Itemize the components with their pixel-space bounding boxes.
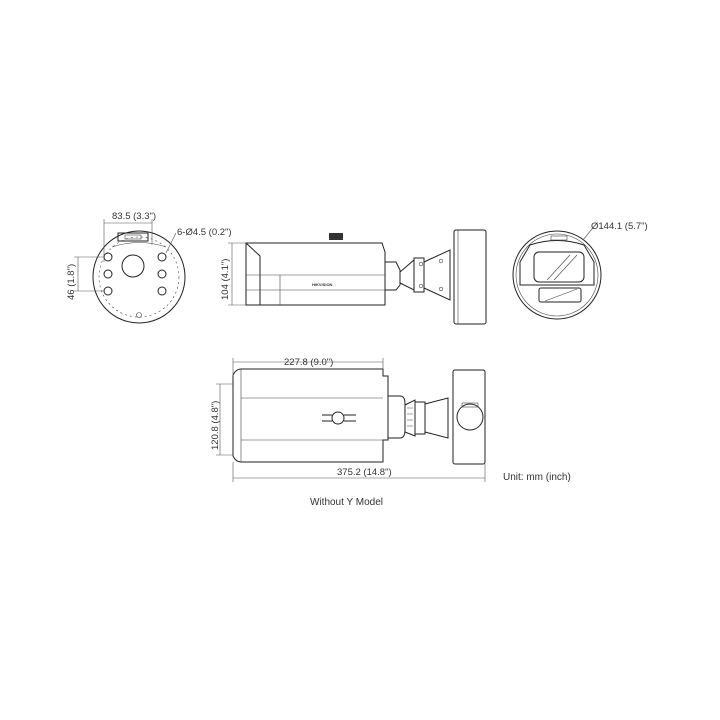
side-body <box>245 242 386 306</box>
dim-front-height-label: 104 (4.1") <box>220 259 231 300</box>
side-base-plate <box>453 229 487 325</box>
bracket-screw <box>418 261 424 267</box>
bolt-hole <box>157 252 167 262</box>
dim-base-side-label: 46 (1.8") <box>66 264 77 300</box>
drawing-caption: Without Y Model <box>310 497 383 508</box>
base-outline <box>92 230 186 324</box>
bottom-bracket-joint <box>388 395 406 439</box>
base-arc <box>111 242 167 248</box>
side-bracket-stem <box>413 257 425 293</box>
bolt-hole <box>103 286 113 296</box>
dim-hole-label: 6-Ø4.5 (0.2") <box>177 227 232 238</box>
bracket-screw <box>438 286 444 292</box>
front-glass-glare <box>553 254 578 281</box>
front-top-tab <box>550 235 568 241</box>
side-bracket-joint <box>385 261 401 291</box>
side-shield-lip <box>245 242 261 305</box>
dim-leader-diameter <box>582 228 593 241</box>
dim-leader-hole <box>165 232 177 254</box>
bottom-slot <box>322 414 356 422</box>
front-housing <box>519 240 595 286</box>
dim-body-height-label: 120.8 (4.8") <box>210 401 221 450</box>
dim-total-length-label: 375.2 (14.8") <box>337 467 392 478</box>
bottom-bracket-neck <box>424 397 449 439</box>
dim-body-length-label: 227.8 (9.0") <box>284 357 333 368</box>
bottom-view: 227.8 (9.0") 120.8 (4.8") 375.2 (14.8") <box>210 357 486 482</box>
side-brand: HIKVISION <box>312 282 333 287</box>
base-screw <box>136 312 142 318</box>
bolt-hole <box>157 269 167 279</box>
base-center-hole <box>121 254 145 278</box>
front-window <box>533 251 585 283</box>
side-bracket-arm <box>399 258 415 291</box>
front-ir-glare <box>544 288 578 302</box>
base-view: 83.5 (3.3") 6-Ø4.5 (0.2") 46 (1.8") <box>66 211 232 324</box>
side-bracket-neck <box>423 249 451 301</box>
front-glass-glare <box>546 254 571 281</box>
front-view: Ø144.1 (5.7") <box>512 221 648 320</box>
unit-note: Unit: mm (inch) <box>503 472 571 483</box>
side-top-vent <box>329 233 343 240</box>
bracket-screw <box>438 258 444 264</box>
bracket-screw <box>418 283 424 289</box>
bolt-hole <box>103 269 113 279</box>
bottom-base-slot <box>461 402 479 408</box>
dim-bolt-spacing-label: 83.5 (3.3") <box>112 211 156 222</box>
dim-front-diameter-label: Ø144.1 (5.7") <box>591 221 648 232</box>
base-inner-ring <box>98 236 180 318</box>
front-ir-panel <box>538 287 582 303</box>
front-inner-ring <box>515 233 599 317</box>
bottom-screw-hole <box>331 411 345 425</box>
bottom-base-plate <box>452 369 486 465</box>
bolt-hole <box>103 252 113 262</box>
base-cable-slot-inner <box>124 234 142 240</box>
bolt-hole <box>157 286 167 296</box>
bottom-body <box>232 368 389 463</box>
side-view: HIKVISION 104 (4.1") <box>220 229 487 325</box>
base-bolt-holes <box>103 252 167 296</box>
bottom-bracket-arm <box>404 399 416 437</box>
base-cable-slot <box>117 232 149 242</box>
bottom-base-hole <box>456 403 484 431</box>
front-outline <box>512 230 602 320</box>
bottom-bracket-stem <box>414 401 426 435</box>
bottom-bracket-ribs <box>407 407 413 427</box>
